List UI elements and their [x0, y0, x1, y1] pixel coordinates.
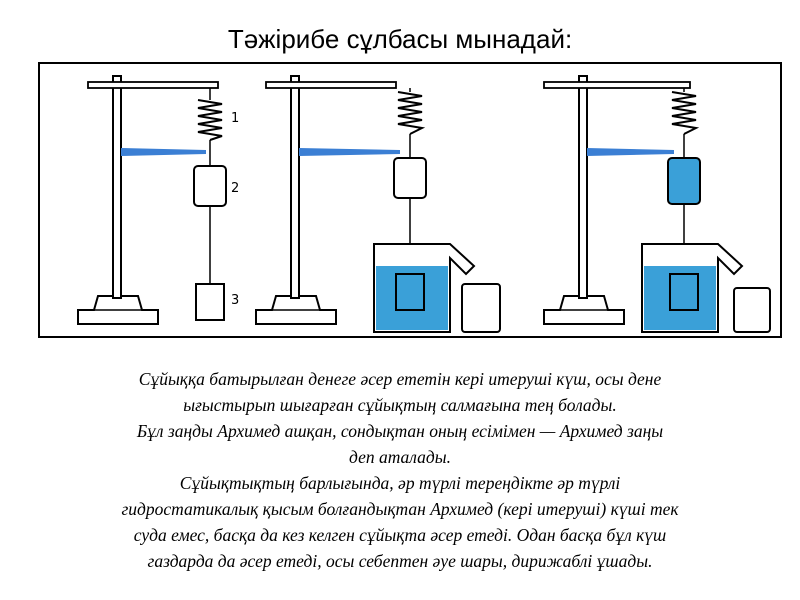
panel-2-setup: [255, 75, 501, 333]
text-line: суда емес, басқа да кез келген сұйықта ә…: [133, 525, 667, 545]
label-3: 3: [231, 293, 239, 308]
level-pointer: [121, 148, 206, 156]
stand-arm: [87, 81, 219, 89]
catch-glass: [461, 283, 501, 333]
text-line: ығыстырып шығарған сұйықтың салмағына те…: [183, 395, 617, 415]
cylinder: [193, 165, 227, 207]
label-2: 2: [231, 181, 239, 196]
archimedes-experiment-diagram: 1 2 3: [38, 62, 782, 338]
panel-3-setup: [543, 75, 771, 333]
paragraph-archimedes-law: Сұйыққа батырылған денеге әсер ететін ке…: [40, 366, 760, 470]
text-line: деп аталады.: [349, 447, 451, 467]
text-line: Сұйықтықтың барлығында, әр түрлі тереңді…: [179, 473, 621, 493]
text-line: Сұйыққа батырылған денеге әсер ететін ке…: [138, 369, 662, 389]
panel-1-setup: 1 2 3: [77, 75, 239, 325]
label-1: 1: [231, 111, 239, 126]
stand-pole: [112, 75, 122, 299]
paragraph-hydrostatic: Сұйықтықтың барлығында, әр түрлі тереңді…: [40, 470, 760, 574]
slide-title: Тәжірибе сұлбасы мынадай:: [227, 24, 573, 54]
spring: [197, 99, 223, 141]
block: [195, 283, 225, 321]
text-line: газдарда да әсер етеді, осы себептен әуе…: [147, 551, 653, 571]
text-line: гидростатикалық қысым болғандықтан Архим…: [121, 499, 679, 519]
text-line: Бұл заңды Архимед ашқан, сондықтан оның …: [136, 421, 664, 441]
